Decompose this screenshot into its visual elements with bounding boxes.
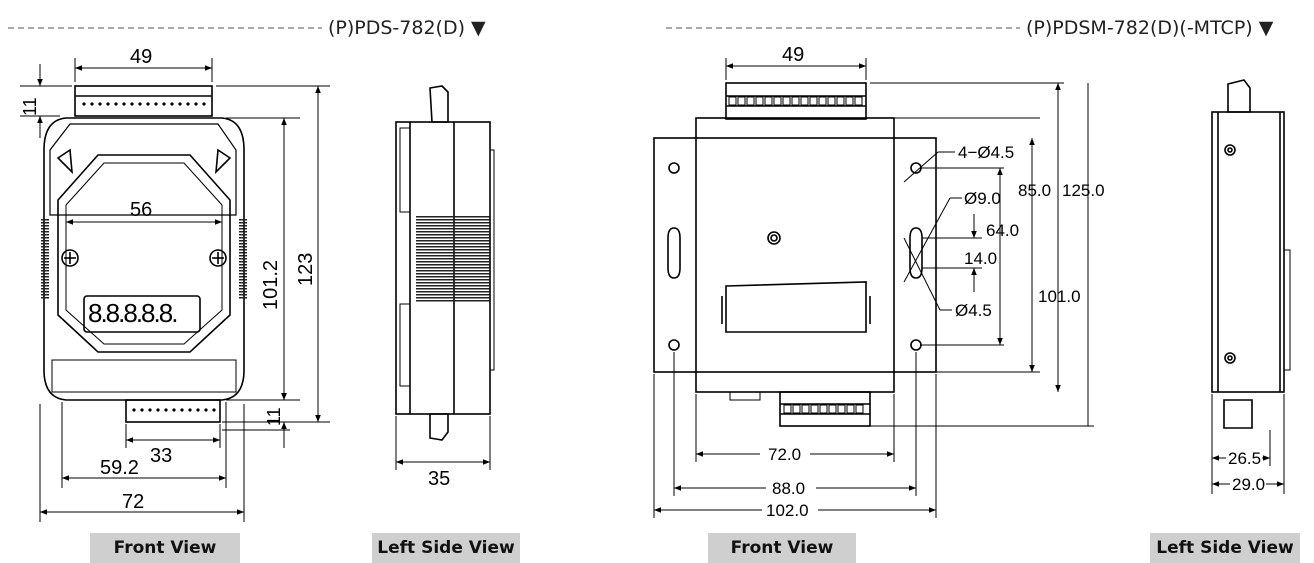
right-grip	[239, 218, 247, 300]
bottom-terminal-pins	[132, 408, 216, 412]
display-window	[83, 295, 201, 333]
dim-rm-slot-hole: Ø4.5	[955, 301, 992, 320]
dim-rm-top-width: 49	[782, 44, 804, 66]
dim-rm-hole-note: 4−Ø4.5	[958, 143, 1014, 162]
right-side-view-label: Left Side View	[1150, 533, 1300, 563]
right-front-view-label: Front View	[708, 533, 856, 563]
dim-rm-side-29: 29.0	[1232, 475, 1265, 494]
mask-72	[760, 445, 810, 463]
front-face-octagon	[57, 154, 231, 353]
right-side-view	[1211, 79, 1291, 429]
dim-left-bottom-connector: 33	[150, 445, 172, 467]
bottom-terminal-block	[125, 399, 221, 423]
right-front-view	[653, 82, 937, 427]
dim-left-total-height: 123	[295, 253, 317, 286]
dim-left-total-width: 72	[122, 491, 144, 513]
mask-88	[766, 479, 816, 497]
rm-mounting-plate	[653, 137, 937, 373]
left-model-header: (P)PDS-782(D) ▼	[328, 17, 486, 39]
side-bottom-clip	[429, 413, 449, 441]
rm-label-cover	[725, 281, 867, 333]
rm-terminal-pins	[728, 96, 864, 414]
dim-left-connector-bottom: 11	[264, 407, 284, 426]
dim-rm-64: 64.0	[986, 221, 1019, 240]
dim-left-top-width: 49	[130, 46, 152, 68]
dim-left-side-depth: 35	[428, 468, 450, 490]
left-front-view	[41, 85, 247, 423]
mask-102	[762, 501, 818, 519]
dim-left-connector-top: 11	[20, 97, 40, 116]
top-terminal-pins	[82, 102, 206, 106]
rm-front-dimensions	[653, 58, 1094, 518]
rm-top-terminal-block	[725, 82, 867, 120]
rm-side-top-clip	[1227, 79, 1251, 113]
dim-rm-72: 72.0	[768, 445, 801, 464]
rm-module-body	[695, 117, 895, 393]
right-model-header: (P)PDSM-782(D)(-MTCP) ▼	[1026, 17, 1274, 39]
dim-rm-102: 102.0	[766, 501, 809, 520]
rm-side-bottom-clip	[1223, 399, 1253, 429]
right-screw-icon	[209, 249, 227, 267]
rm-hole-tl-icon	[668, 162, 680, 174]
rm-center-led-icon	[767, 231, 781, 245]
dim-rm-88: 88.0	[772, 479, 805, 498]
top-terminal-block	[74, 85, 213, 117]
rm-bottom-terminal-block	[779, 391, 871, 427]
module-housing	[43, 117, 245, 401]
left-front-dimensions	[20, 58, 330, 522]
led-left-icon	[56, 148, 73, 175]
left-grip	[41, 218, 49, 300]
dim-rm-125: 125.0	[1062, 181, 1105, 200]
left-front-view-label: Front View	[90, 533, 240, 563]
dim-rm-14: 14.0	[964, 249, 997, 268]
left-side-view-label: Left Side View	[372, 533, 520, 563]
dim-left-base-width: 59.2	[100, 457, 139, 479]
left-screw-icon	[61, 249, 79, 267]
left-side-view	[395, 85, 495, 441]
dim-left-inner-height: 101.2	[260, 260, 282, 310]
side-top-clip	[429, 85, 449, 123]
rm-keyhole-left-icon	[667, 227, 681, 279]
seven-segment-display: 8.8.8.8.8.	[88, 298, 176, 328]
dim-rm-slot-dia: Ø9.0	[964, 189, 1001, 208]
dim-rm-side-26: 26.5	[1228, 449, 1261, 468]
dim-rm-101: 101.0	[1038, 287, 1081, 306]
dim-left-inner-width: 56	[130, 199, 152, 221]
led-right-icon	[215, 148, 232, 175]
side-grip	[416, 216, 490, 302]
rm-hole-bl-icon	[668, 339, 680, 351]
dim-rm-85: 85.0	[1018, 181, 1051, 200]
rm-hole-br-icon	[910, 339, 922, 351]
